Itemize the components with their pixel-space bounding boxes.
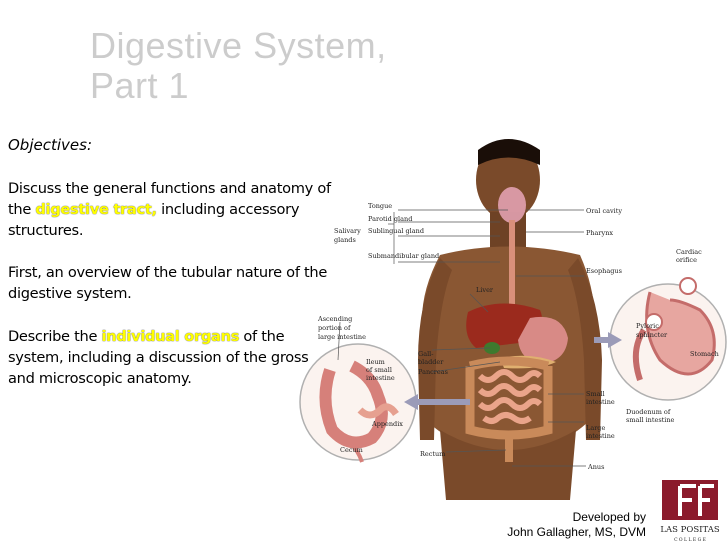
label-rectum: Rectum — [420, 450, 445, 458]
label-submandibular: Submandibular gland — [368, 252, 439, 260]
label-large-1: Large — [586, 424, 605, 432]
credit-block: Developed by John Gallagher, MS, DVM — [507, 510, 646, 540]
objective-1: Discuss the general functions and anatom… — [8, 178, 338, 241]
objective-3-highlight: individual organs — [101, 328, 240, 345]
label-gall-1: Gall- — [418, 350, 433, 358]
label-pharynx: Pharynx — [586, 229, 613, 237]
label-ileum-2: of small — [366, 366, 392, 374]
label-ascending-2: portion of — [318, 324, 351, 332]
objective-3-text: Describe the — [8, 328, 102, 345]
objective-1-text-end: including accessory structures. — [8, 201, 300, 239]
label-small-2: intestine — [586, 398, 615, 406]
label-sublingual: Sublingual gland — [368, 227, 424, 235]
label-anus: Anus — [587, 463, 604, 471]
label-duodenum-2: small intestine — [626, 416, 675, 424]
label-tongue: Tongue — [368, 202, 392, 210]
label-ascending-1: Ascending — [317, 315, 352, 323]
label-stomach: Stomach — [690, 350, 719, 358]
objective-2: First, an overview of the tubular nature… — [8, 264, 328, 302]
label-pyloric-1: Pyloric — [636, 322, 659, 330]
objectives-heading: Objectives: — [8, 136, 92, 154]
label-ascending-3: large intestine — [318, 333, 366, 341]
stomach-inset — [609, 277, 727, 401]
credit-line-2: John Gallagher, MS, DVM — [507, 525, 646, 539]
label-salivary-1: Salivary — [334, 227, 361, 235]
label-pyloric-2: sphincter — [636, 331, 668, 339]
cecum-inset — [299, 343, 417, 463]
label-ileum-3: intestine — [366, 374, 395, 382]
label-appendix: Appendix — [371, 420, 403, 428]
label-oral-cavity: Oral cavity — [586, 207, 622, 215]
logo-text: LAS POSITAS — [660, 525, 720, 535]
label-liver: Liver — [476, 286, 494, 294]
objective-3-text-end: of the system, including a discussion of… — [8, 328, 309, 387]
objective-1-text: Discuss the general functions and anatom… — [8, 180, 331, 218]
label-parotid: Parotid gland — [368, 215, 412, 223]
human-torso-figure — [418, 139, 602, 500]
label-salivary-2: glands — [334, 236, 356, 244]
label-esophagus: Esophagus — [586, 267, 622, 275]
objective-3: Describe the individual organs of the sy… — [8, 326, 338, 389]
label-cardiac-2: orifice — [676, 256, 697, 264]
title-line-2: Part 1 — [90, 65, 190, 106]
las-positas-logo: LAS POSITAS C O L L E G E — [660, 480, 720, 543]
label-pancreas: Pancreas — [418, 368, 448, 376]
objective-1-highlight: digestive tract, — [35, 201, 157, 218]
title-line-1: Digestive System, — [90, 25, 387, 66]
label-duodenum-1: Duodenum of — [626, 408, 671, 416]
label-ileum-1: Ileum — [366, 358, 385, 366]
label-gall-2: bladder — [418, 358, 444, 366]
label-large-2: intestine — [586, 432, 615, 440]
label-small-1: Small — [586, 390, 605, 398]
label-cardiac-1: Cardiac — [676, 248, 702, 256]
slide-title: Digestive System, Part 1 — [90, 26, 387, 106]
label-cecum: Cecum — [340, 446, 363, 454]
credit-line-1: Developed by — [572, 510, 646, 524]
logo-subtext: C O L L E G E — [674, 537, 706, 543]
